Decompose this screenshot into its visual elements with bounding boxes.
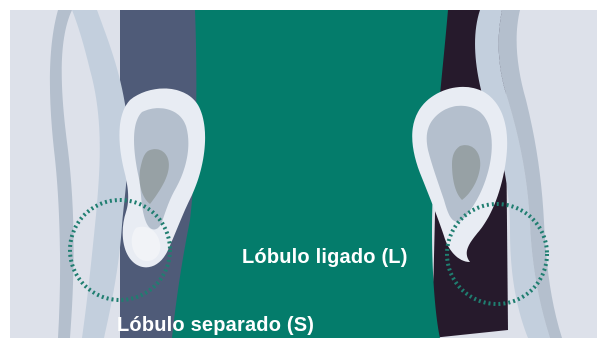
left-ear-shadow — [139, 149, 169, 204]
left-neck-edge — [49, 10, 74, 338]
right-neck — [475, 10, 550, 338]
left-neck — [72, 10, 129, 338]
center-panel — [172, 10, 448, 338]
attached-lobe-label: Lóbulo ligado (L) — [242, 246, 408, 268]
left-lobe-marker — [68, 198, 172, 302]
left-ear-lobe — [131, 226, 161, 262]
right-neck-edge — [498, 10, 562, 338]
scene — [10, 10, 597, 338]
right-ear — [412, 86, 508, 262]
right-lobe-marker — [445, 202, 549, 306]
left-ear — [119, 88, 206, 268]
right-ear-shadow — [452, 145, 481, 200]
separated-lobe-label: Lóbulo separado (S) — [117, 314, 315, 336]
